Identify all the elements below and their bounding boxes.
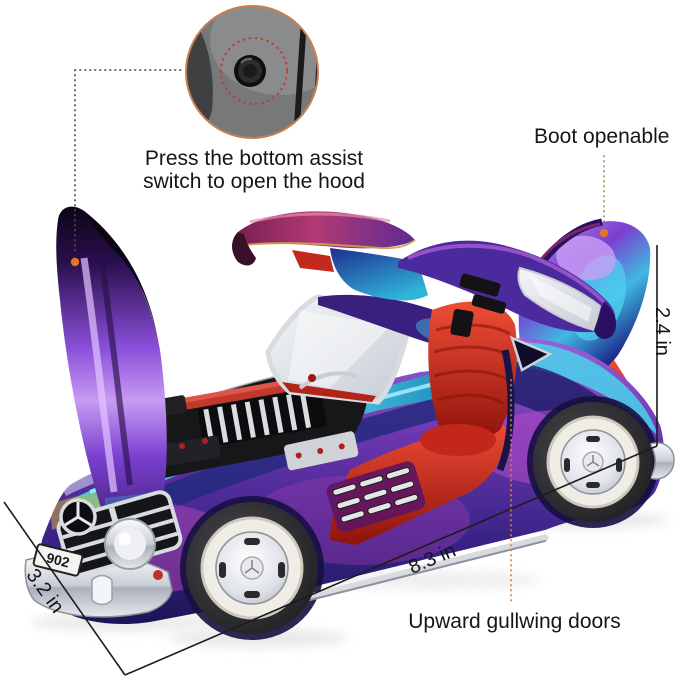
dimension-lines bbox=[3, 245, 658, 676]
hood-leader-line bbox=[74, 69, 185, 255]
hood-marker-dot bbox=[70, 257, 80, 267]
front-wheel bbox=[186, 502, 318, 634]
rear-bumperette bbox=[648, 442, 675, 480]
hood-open bbox=[56, 206, 167, 520]
height-dimension-label: 2.4 in bbox=[651, 307, 673, 356]
turn-signal bbox=[153, 570, 163, 580]
headlight bbox=[104, 518, 163, 580]
hood-annotation: Press the bottom assist switch to open t… bbox=[118, 147, 390, 193]
length-dimension-line bbox=[124, 445, 658, 676]
width-dimension-line bbox=[3, 501, 126, 676]
doors-annotation: Upward gullwing doors bbox=[408, 610, 621, 633]
car-illustration: 902 bbox=[24, 206, 675, 640]
side-vents bbox=[326, 461, 426, 533]
leader-lines bbox=[70, 69, 609, 603]
inset-ring bbox=[185, 5, 319, 139]
gullwing-door-left bbox=[232, 211, 428, 301]
red-dotted-target-circle bbox=[220, 37, 288, 105]
license-plate-text: 902 bbox=[45, 549, 72, 570]
gullwing-door-right bbox=[398, 240, 617, 339]
mercedes-star-icon bbox=[59, 498, 97, 536]
rocker-chrome-trim bbox=[286, 534, 549, 606]
quarter-window bbox=[510, 335, 553, 372]
hood-annotation-line2: switch to open the hood bbox=[143, 170, 365, 193]
boot-annotation: Boot openable bbox=[534, 125, 670, 148]
hood-release-button bbox=[243, 64, 257, 78]
rear-wheel bbox=[533, 402, 653, 522]
license-plate: 902 bbox=[32, 543, 84, 577]
hood-annotation-line1: Press the bottom assist bbox=[144, 147, 364, 170]
boot-marker-dot bbox=[599, 228, 609, 238]
